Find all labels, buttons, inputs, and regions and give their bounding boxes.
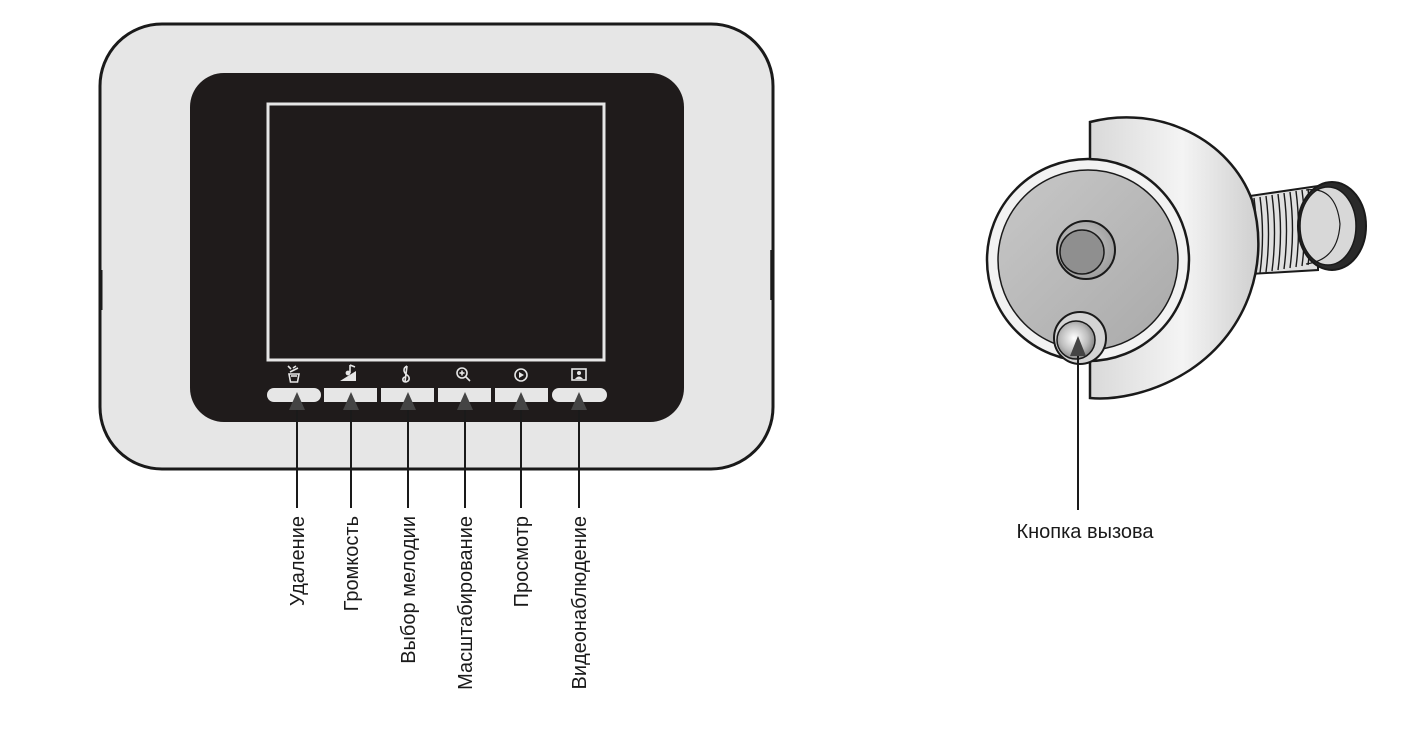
label-video: Видеонаблюдение xyxy=(569,516,591,690)
call-button-label: Кнопка вызова xyxy=(1016,521,1154,543)
play-icon xyxy=(514,368,528,382)
screen xyxy=(266,102,606,362)
label-zoom: Масштабирование xyxy=(455,516,477,690)
melody-icon xyxy=(402,365,410,383)
zoom-icon xyxy=(456,367,471,382)
call-button[interactable] xyxy=(1053,311,1107,365)
call-button-leader xyxy=(1070,336,1086,510)
volume-icon xyxy=(340,364,356,381)
delete-icon xyxy=(287,365,300,383)
button-labels: Удаление Громкость Выбор мелодии Масштаб… xyxy=(287,516,591,690)
button-delete[interactable] xyxy=(267,388,321,402)
monitor: Удаление Громкость Выбор мелодии Масштаб… xyxy=(98,22,775,690)
door-unit: Кнопка вызова xyxy=(985,116,1367,543)
label-volume: Громкость xyxy=(341,516,363,611)
camera-lens xyxy=(1056,220,1116,280)
video-surveillance-icon xyxy=(571,368,587,381)
threaded-tube xyxy=(1249,181,1367,276)
label-melody: Выбор мелодии xyxy=(398,516,420,664)
label-play: Просмотр xyxy=(511,516,533,607)
label-delete: Удаление xyxy=(287,516,309,606)
leader-lines xyxy=(289,392,587,508)
